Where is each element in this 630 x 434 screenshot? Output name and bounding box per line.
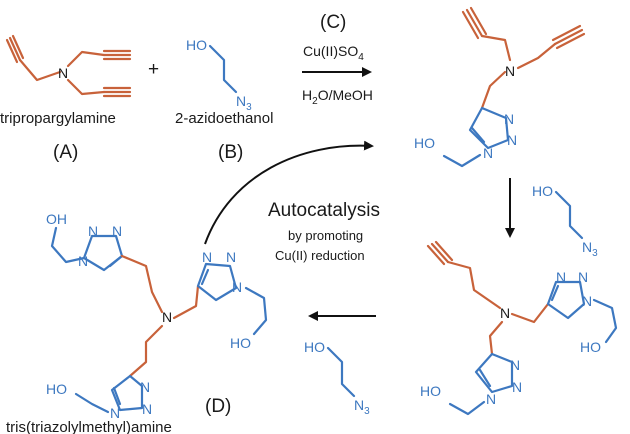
azidoethanol-structure: HO N3 (532, 183, 598, 259)
hydroxyl-label: HO (532, 183, 553, 199)
azidoethanol-structure: HO N3 (304, 339, 370, 417)
cycle-title: Autocatalysis (268, 200, 380, 221)
triazole-n-label: N (226, 249, 236, 265)
hydroxyl-label: HO (414, 135, 435, 151)
autocatalysis-arrow (204, 140, 374, 245)
cycle-line2: Cu(II) reduction (275, 248, 365, 263)
reactant-a-letter: (A) (53, 142, 78, 163)
product2-n-label: N (500, 305, 510, 321)
triazole-n-label: N (110, 405, 120, 421)
azidoethanol-structure: HO N3 (186, 37, 252, 113)
triazole-n-label: N (512, 379, 522, 395)
triazole-n-label: N (202, 249, 212, 265)
catalyst-label: Cu(II)SO4 (303, 43, 364, 63)
center-n-label: N (162, 309, 172, 325)
cycle-line1: by promoting (288, 228, 363, 243)
hydroxyl-label: HO (420, 383, 441, 399)
azide-label: N3 (354, 397, 370, 417)
triazole-n-label: N (578, 269, 588, 285)
reactant-a-name: tripropargylamine (0, 110, 116, 127)
azide-label: N3 (236, 93, 252, 113)
tripropargylamine-structure: N (5, 34, 132, 98)
product-name: tris(triazolylmethyl)amine (6, 419, 172, 434)
triazole-n-label: N (483, 145, 493, 161)
triazole-n-label: N (88, 223, 98, 239)
monotriazole-product-structure: N N N N HO (414, 6, 586, 168)
amine-n-label: N (58, 65, 68, 81)
product-letter: (D) (205, 396, 231, 417)
triazole-n-label: N (507, 132, 517, 148)
triazole-n-label: N (504, 111, 514, 127)
conditions-letter: (C) (320, 12, 346, 33)
triazole-n-label: N (556, 269, 566, 285)
reactant-b-name: 2-azidoethanol (175, 110, 273, 127)
triazole-n-label: N (112, 223, 122, 239)
solvent-label: H2O/MeOH (302, 87, 373, 107)
hydroxyl-label: HO (230, 335, 251, 351)
triazole-n-label: N (232, 279, 242, 295)
hydroxyl-label: HO (186, 37, 207, 53)
tris-triazolylmethyl-amine-structure: OH N N N N N N N HO N N N HO (46, 211, 268, 421)
hydroxyl-label: HO (304, 339, 325, 355)
bistriazole-product-structure: N N N N HO N N N HO (420, 240, 618, 416)
triazole-n-label: N (486, 391, 496, 407)
plus-sign: + (148, 59, 159, 80)
reactant-b-letter: (B) (218, 142, 243, 163)
triazole-n-label: N (510, 357, 520, 373)
hydroxyl-label: OH (46, 211, 67, 227)
product1-n-label: N (505, 63, 515, 79)
hydroxyl-label: HO (46, 381, 67, 397)
triazole-n-label: N (142, 401, 152, 417)
azide-label: N3 (582, 239, 598, 259)
triazole-n-label: N (582, 293, 592, 309)
triazole-n-label: N (140, 379, 150, 395)
hydroxyl-label: HO (580, 339, 601, 355)
triazole-n-label: N (78, 253, 88, 269)
